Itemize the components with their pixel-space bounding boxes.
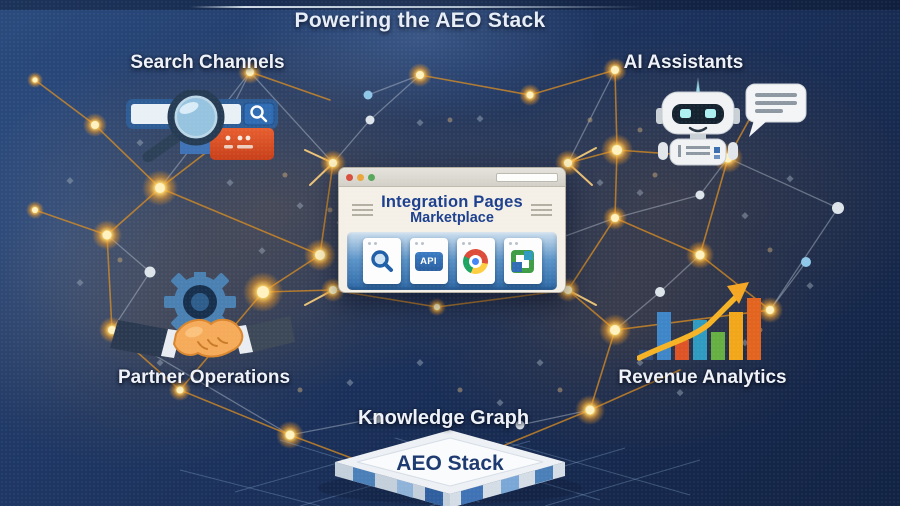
speech-bubble-icon	[745, 83, 807, 137]
knowledge-graph-label: Knowledge Graph	[357, 407, 530, 429]
aeo-stack-platform: AEO Stack	[305, 424, 595, 506]
platform-isometric: AEO Stack	[318, 430, 582, 506]
search-channels-label: Search Channels	[130, 52, 285, 73]
heading-line2: Marketplace	[410, 210, 494, 227]
revenue-analytics-label: Revenue Analytics	[618, 367, 787, 388]
robot-icon	[656, 78, 807, 166]
traffic-light-red-icon	[346, 173, 353, 181]
heading-line1: Integration Pages	[381, 193, 523, 211]
bar-chart-growth-icon	[637, 282, 761, 361]
api-tile-badge: API	[414, 251, 443, 271]
growth-arrow-icon	[637, 282, 749, 361]
menu-lines-right-icon	[530, 204, 552, 217]
browser-heading: Integration Pages Marketplace	[381, 193, 523, 227]
search-bar-illustration	[118, 90, 293, 162]
traffic-light-green-icon	[368, 173, 375, 181]
handshake-icon	[110, 316, 295, 358]
search-bar-magnifier-icon	[126, 90, 278, 162]
tile-api: API	[409, 238, 448, 285]
top-edge-shade	[0, 0, 900, 10]
top-divider-line	[190, 6, 642, 8]
red-result-snippet	[210, 128, 274, 160]
handshake-gear-icon	[110, 272, 295, 358]
revenue-analytics-illustration	[637, 280, 777, 368]
browser-titlebar	[339, 168, 565, 187]
magnifier-tile-icon	[370, 250, 393, 273]
magnifier-icon	[142, 90, 225, 162]
partner-operations-illustration	[110, 272, 295, 367]
url-bar	[496, 172, 558, 182]
traffic-light-yellow-icon	[357, 173, 364, 181]
marketplace-panel: API	[347, 232, 557, 291]
pinwheel-logo-tile-icon	[463, 248, 488, 274]
menu-lines-left-icon	[352, 204, 374, 217]
aeo-stack-platform-label: AEO Stack	[396, 452, 504, 475]
browser-window: Integration Pages Marketplace API	[338, 167, 566, 293]
ai-assistants-label: AI Assistants	[623, 52, 744, 73]
tile-search	[362, 238, 401, 285]
browser-heading-row: Integration Pages Marketplace	[339, 193, 565, 227]
partner-operations-label: Partner Operations	[117, 367, 291, 388]
page-title: Powering the AEO Stack	[294, 9, 546, 32]
square-frame-logo-tile-icon	[511, 249, 534, 273]
tile-pinwheel	[456, 238, 495, 285]
ai-assistant-illustration	[628, 78, 818, 170]
tile-square-logo	[503, 238, 542, 285]
